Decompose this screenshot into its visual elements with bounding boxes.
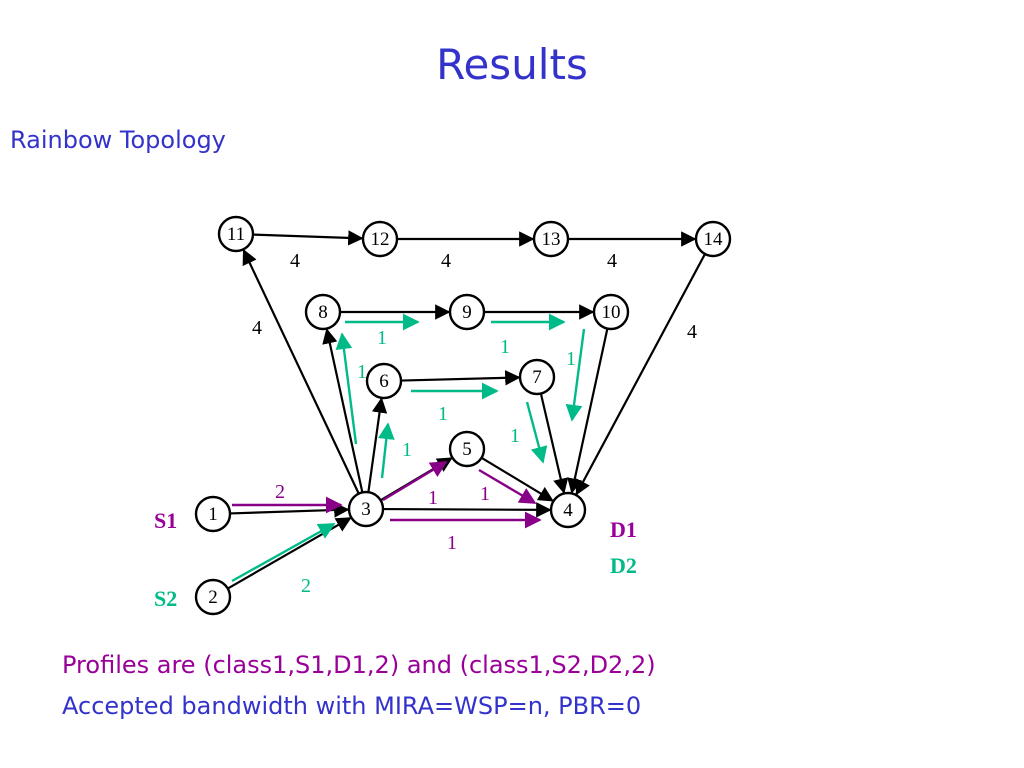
node-label-7: 7: [532, 367, 542, 388]
node-3: 3: [347, 490, 385, 528]
node-label-14: 14: [704, 229, 724, 250]
source-label-s2: S2: [154, 586, 177, 611]
link-6-7: [400, 370, 521, 386]
link-3-4: [382, 502, 552, 518]
flow-label-7-4: 1: [510, 425, 520, 447]
network-links: [227, 230, 706, 590]
link-3-6: [367, 397, 388, 493]
node-label-9: 9: [462, 302, 472, 323]
flow-arrow-3-8: [335, 332, 358, 445]
node-label-12: 12: [371, 229, 390, 250]
flow-label-3-8: 1: [357, 361, 367, 383]
flow-arrow-5-4: [478, 468, 537, 505]
node-11: 11: [217, 215, 255, 253]
link-3-11: [242, 248, 360, 495]
link-7-4: [539, 393, 569, 494]
capacity-label-11-12: 4: [290, 250, 300, 272]
node-12: 12: [361, 220, 399, 258]
capacity-label-14-4: 4: [687, 321, 697, 343]
flow-label-8-9: 1: [377, 327, 387, 349]
node-label-1: 1: [208, 504, 218, 525]
node-2: 2: [194, 578, 232, 616]
flow-label-3-6: 1: [402, 439, 412, 461]
topology-subtitle: Rainbow Topology: [10, 126, 226, 154]
node-4: 4: [549, 491, 587, 529]
flow-label-3-5: 1: [428, 487, 438, 509]
node-5: 5: [448, 430, 486, 468]
source-label-s1: S1: [154, 508, 177, 533]
flow-arrow-10-4: [565, 328, 586, 422]
flow-paths: [231, 313, 586, 583]
profiles-caption: Profiles are (class1,S1,D1,2) and (class…: [62, 651, 656, 679]
node-6: 6: [365, 362, 403, 400]
flow-arrow-3-6: [377, 422, 395, 479]
slide-title: Results: [436, 40, 588, 89]
capacity-label-13-14: 4: [607, 250, 617, 272]
link-3-8: [322, 328, 364, 493]
destination-label-d1: D1: [610, 517, 637, 542]
flow-arrow-7-4: [525, 401, 548, 464]
flow-arrow-s2: [231, 522, 336, 583]
flow-label-s2: 2: [301, 575, 311, 597]
link-10-4: [567, 328, 609, 494]
node-7: 7: [518, 358, 556, 396]
node-10: 10: [592, 293, 630, 331]
link-14-4: [575, 253, 706, 496]
flow-label-6-7: 1: [438, 403, 448, 425]
flow-label-9-10: 1: [500, 336, 510, 358]
node-1: 1: [194, 495, 232, 533]
node-9: 9: [448, 293, 486, 331]
link-11-12: [252, 230, 364, 246]
node-label-5: 5: [462, 439, 472, 460]
flow-arrow-3-5: [382, 460, 448, 502]
node-label-2: 2: [208, 587, 218, 608]
node-label-3: 3: [361, 499, 371, 520]
capacity-label-3-11: 4: [252, 317, 262, 339]
node-label-4: 4: [563, 500, 573, 521]
flow-label-5-4: 1: [480, 483, 490, 505]
bandwidth-caption: Accepted bandwidth with MIRA=WSP=n, PBR=…: [62, 692, 642, 720]
node-label-13: 13: [542, 229, 561, 250]
node-label-8: 8: [318, 302, 328, 323]
node-14: 14: [694, 220, 732, 258]
node-13: 13: [532, 220, 570, 258]
link-2-3: [227, 517, 352, 590]
flow-label-3-4: 1: [447, 532, 457, 554]
flow-label-10-4: 1: [566, 348, 576, 370]
node-label-10: 10: [602, 302, 621, 323]
flow-label-s1: 2: [275, 481, 285, 503]
destination-label-d2: D2: [610, 553, 637, 578]
node-label-11: 11: [227, 224, 245, 245]
link-5-4: [480, 456, 554, 502]
capacity-label-12-13: 4: [441, 250, 451, 272]
node-8: 8: [304, 293, 342, 331]
link-1-3: [229, 502, 350, 518]
node-label-6: 6: [379, 371, 389, 392]
